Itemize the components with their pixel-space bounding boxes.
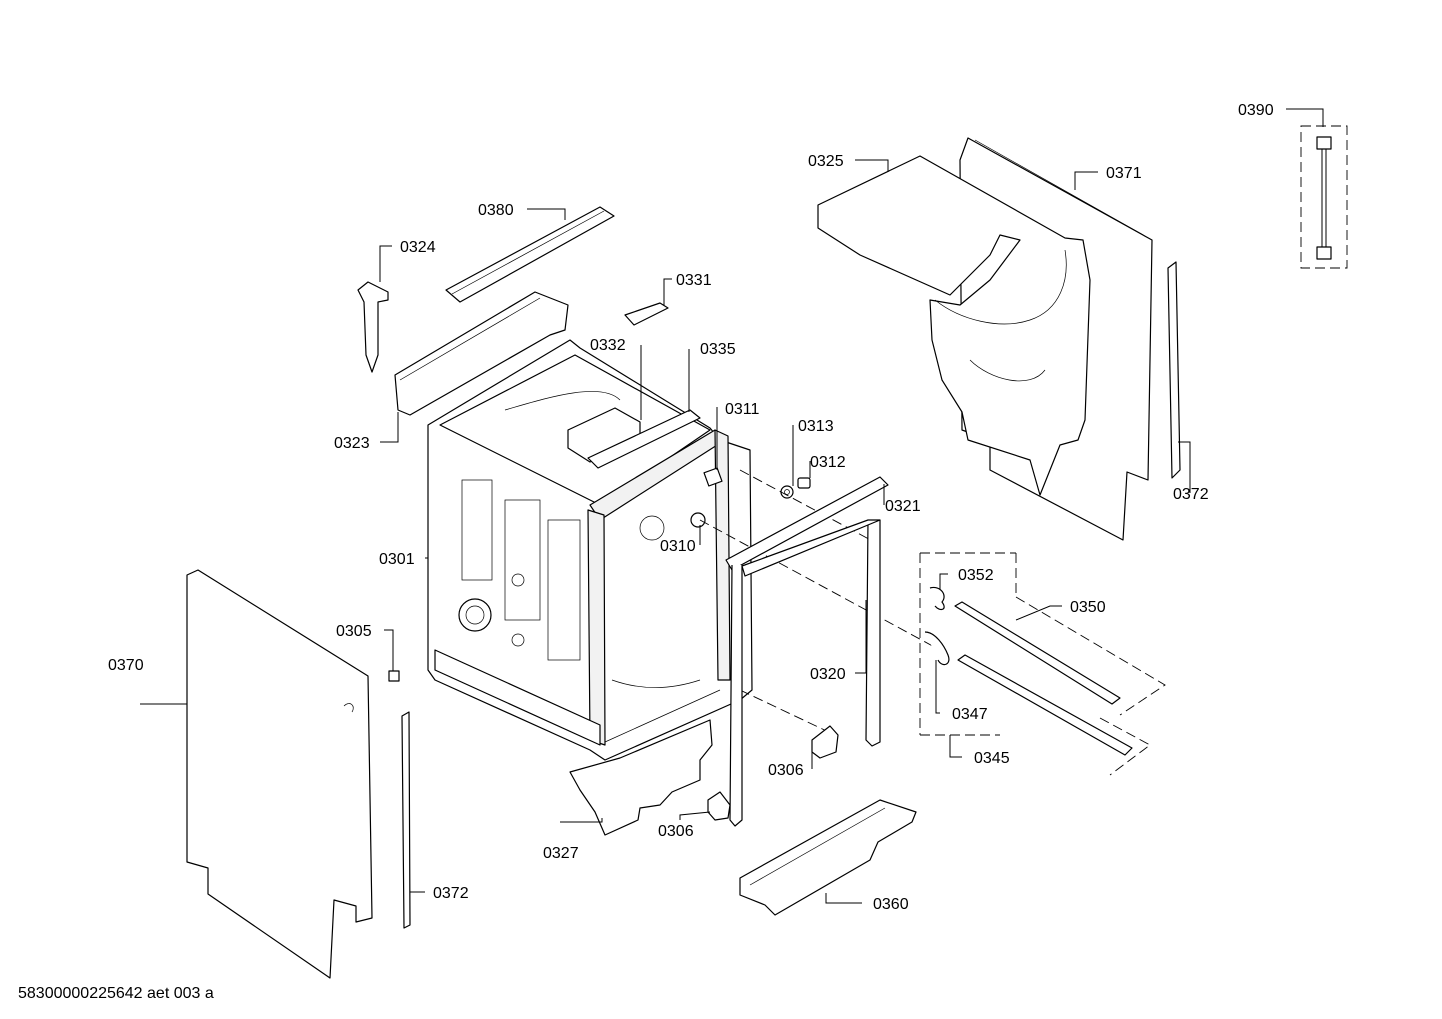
part-0313-washer	[780, 485, 794, 499]
label-0323: 0323	[334, 435, 370, 452]
part-0335-bar	[587, 409, 701, 469]
label-0310: 0310	[660, 538, 696, 555]
label-0325: 0325	[808, 153, 844, 170]
part-0311-hinge	[703, 467, 723, 487]
label-0332: 0332	[590, 337, 626, 354]
document-id: 58300000225642 aet 003 a	[18, 985, 214, 1002]
part-0312-screw	[797, 477, 811, 489]
label-0331: 0331	[676, 272, 712, 289]
part-0321-rail	[725, 476, 889, 571]
label-0372-right: 0372	[1173, 486, 1209, 503]
part-0380-top-plate	[445, 206, 615, 303]
part-0350-rail	[954, 601, 1121, 705]
label-0345: 0345	[974, 750, 1010, 767]
label-0306-upper: 0306	[768, 762, 804, 779]
label-0320: 0320	[810, 666, 846, 683]
label-0352: 0352	[958, 567, 994, 584]
part-0306-foot-lower	[707, 791, 731, 821]
label-0313: 0313	[798, 418, 834, 435]
part-0320-seal	[729, 519, 881, 827]
part-labels: 0390 0325 0371 0380 0324 0331 0332 0335 …	[108, 102, 1274, 913]
part-0310-fitting	[690, 512, 706, 528]
part-0331-lever	[624, 302, 669, 326]
label-0321: 0321	[885, 498, 921, 515]
label-0370: 0370	[108, 657, 144, 674]
part-0370-front-panel	[186, 569, 373, 979]
part-0390-cable	[1300, 125, 1348, 269]
part-0323-foam-block	[394, 291, 569, 416]
label-0350: 0350	[1070, 599, 1106, 616]
part-0306-foot-upper	[811, 725, 839, 759]
part-0372-rail-left	[401, 711, 411, 929]
label-0306-lower: 0306	[658, 823, 694, 840]
part-0327-base	[569, 719, 713, 836]
part-0352-clip	[929, 586, 945, 611]
part-0324-bracket	[357, 281, 389, 373]
part-0347-clip	[924, 631, 950, 666]
part-0345-rail	[957, 654, 1133, 756]
label-0305: 0305	[336, 623, 372, 640]
part-0325-insulation-mat	[817, 155, 1091, 496]
part-0372-rail-right	[1167, 261, 1181, 479]
label-0380: 0380	[478, 202, 514, 219]
label-0301: 0301	[379, 551, 415, 568]
leader-lines	[140, 108, 1324, 904]
label-0360: 0360	[873, 896, 909, 913]
label-0390: 0390	[1238, 102, 1274, 119]
part-0305-clip	[388, 670, 400, 682]
label-0327: 0327	[543, 845, 579, 862]
part-0360-tray	[739, 799, 917, 916]
assembly-lines	[699, 469, 1166, 776]
label-0311: 0311	[725, 401, 760, 418]
part-0301-tub	[427, 339, 753, 761]
label-0347: 0347	[952, 706, 988, 723]
label-0324: 0324	[400, 239, 436, 256]
label-0372-left: 0372	[433, 885, 469, 902]
label-0371: 0371	[1106, 165, 1142, 182]
label-0312: 0312	[810, 454, 846, 471]
label-0335: 0335	[700, 341, 736, 358]
